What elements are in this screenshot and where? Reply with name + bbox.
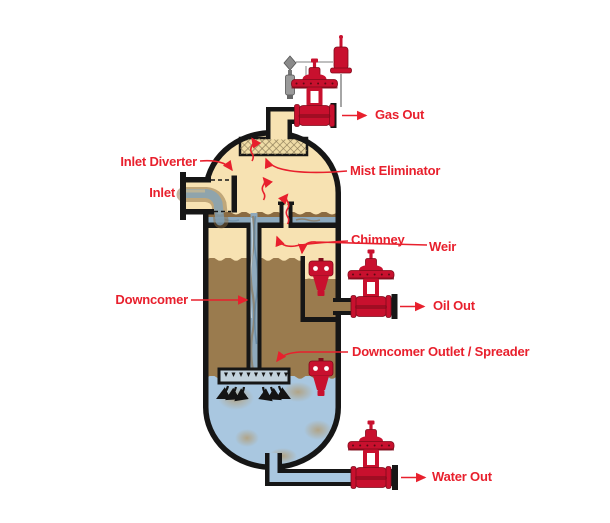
label-inlet: Inlet: [149, 185, 175, 200]
label-mist-eliminator: Mist Eliminator: [350, 163, 441, 178]
deck-plate: [208, 222, 336, 228]
leader-inlet-diverter: [199, 159, 233, 172]
oil-outlet-flange: [391, 294, 398, 319]
label-oil-out: Oil Out: [433, 298, 475, 313]
mist-eliminator-pad: [238, 136, 309, 157]
label-downcomer-outlet-spreader: Downcomer Outlet / Spreader: [352, 344, 530, 359]
gas-flow-arrows: [249, 137, 290, 225]
annotation-leader-lines: [191, 110, 428, 483]
pressure-pilot-red: [333, 46, 349, 70]
water-control-valve: [347, 420, 395, 489]
downcomer-spreader: [216, 367, 291, 402]
oil-control-valve: [347, 249, 395, 318]
pressure-pilot-gray: [283, 55, 297, 71]
leader-weir: [297, 241, 428, 255]
downcomer-pipe: [246, 213, 262, 372]
label-inlet-diverter: Inlet Diverter: [120, 154, 197, 169]
label-water-out: Water Out: [432, 469, 492, 484]
label-weir: Weir: [429, 239, 457, 254]
inlet-diverter-plate: [231, 175, 237, 213]
spreader-flow-arrows: [216, 385, 291, 402]
leader-mist-eliminator: [264, 157, 348, 174]
label-chimney: Chimney: [351, 232, 405, 247]
inlet-nozzle: [176, 172, 237, 229]
water-outlet-flange: [392, 465, 398, 490]
leader-spreader: [276, 350, 348, 363]
weir-wall: [300, 256, 305, 322]
inlet-flange: [180, 172, 186, 220]
label-downcomer: Downcomer: [115, 292, 188, 307]
gas-valve-pilot-assembly: [283, 35, 352, 107]
oil-bucket-bottom: [300, 317, 338, 322]
label-gas-out: Gas Out: [375, 107, 425, 122]
